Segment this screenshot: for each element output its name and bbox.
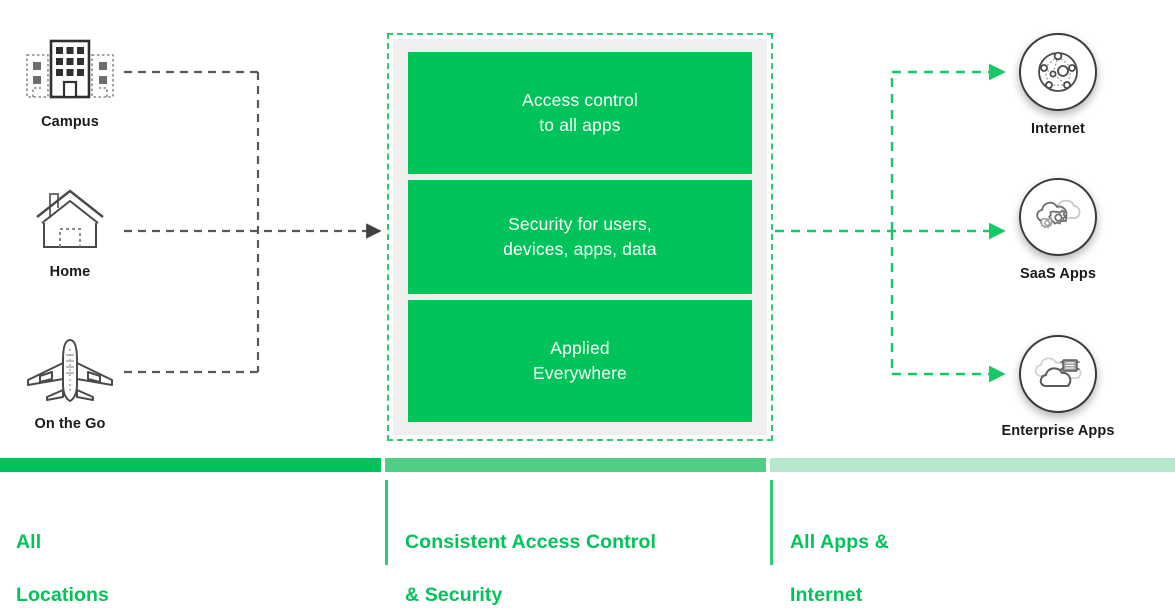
destination-label-saas: SaaS Apps: [1019, 266, 1097, 282]
enterprise-icon-circle: [1019, 335, 1097, 413]
location-node-home: Home: [0, 180, 140, 280]
diagram-canvas: Campus Home: [0, 30, 1175, 606]
capability-box-access-control[interactable]: Access control to all apps: [408, 52, 752, 174]
location-label-home: Home: [49, 264, 91, 280]
legend-line1: All: [16, 530, 42, 553]
cloud-server-icon: [1034, 357, 1082, 387]
office-building-icon: [0, 30, 140, 108]
legend-line2: Locations: [16, 583, 109, 606]
saas-icon-circle: [1019, 178, 1097, 256]
location-label-campus: Campus: [41, 114, 99, 130]
capability-line1: Applied: [550, 338, 610, 359]
legend-label-access-control: Consistent Access Control & Security: [405, 502, 656, 608]
capability-line1: Security for users,: [508, 214, 652, 235]
capability-box-applied-everywhere[interactable]: Applied Everywhere: [408, 300, 752, 422]
location-node-onthego: On the Go: [0, 332, 140, 432]
destination-node-saas: SaaS Apps: [953, 178, 1163, 282]
cloud-gears-icon: [1036, 199, 1081, 229]
capability-panel-dashed-border: Access control to all apps Security for …: [387, 33, 773, 441]
internet-icon-circle: [1019, 33, 1097, 111]
capability-panel: Access control to all apps Security for …: [393, 39, 767, 435]
legend-bar-access-control: [385, 458, 766, 472]
capability-box-security[interactable]: Security for users, devices, apps, data: [408, 180, 752, 294]
legend-line1: All Apps &: [790, 530, 889, 553]
capability-line2: to all apps: [539, 115, 621, 135]
airplane-icon: [0, 332, 140, 410]
legend: All Locations Consistent Access Control …: [0, 458, 1175, 606]
legend-column-apps-internet: All Apps & Internet: [770, 480, 1175, 606]
legend-line2: & Security: [405, 583, 503, 606]
destination-node-internet: Internet: [953, 33, 1163, 137]
legend-bar-apps-internet: [770, 458, 1175, 472]
destination-node-enterprise: Enterprise Apps: [953, 335, 1163, 439]
capability-line1: Access control: [522, 90, 638, 111]
capability-line2: devices, apps, data: [503, 239, 657, 259]
network-nodes-icon: [1038, 51, 1078, 92]
destination-label-internet: Internet: [1031, 121, 1085, 137]
legend-column-locations: All Locations: [0, 480, 381, 606]
legend-divider-left: [385, 480, 388, 565]
legend-column-access-control: Consistent Access Control & Security: [385, 480, 766, 606]
legend-bar-locations: [0, 458, 381, 472]
location-label-onthego: On the Go: [34, 416, 106, 432]
legend-label-locations: All Locations: [16, 502, 109, 608]
house-icon: [0, 180, 140, 258]
legend-line2: Internet: [790, 583, 863, 606]
location-node-campus: Campus: [0, 30, 140, 130]
destination-label-enterprise: Enterprise Apps: [1001, 423, 1115, 439]
legend-divider-right: [770, 480, 773, 565]
capability-line2: Everywhere: [533, 363, 627, 383]
legend-label-apps-internet: All Apps & Internet: [790, 502, 889, 608]
legend-line1: Consistent Access Control: [405, 530, 656, 553]
